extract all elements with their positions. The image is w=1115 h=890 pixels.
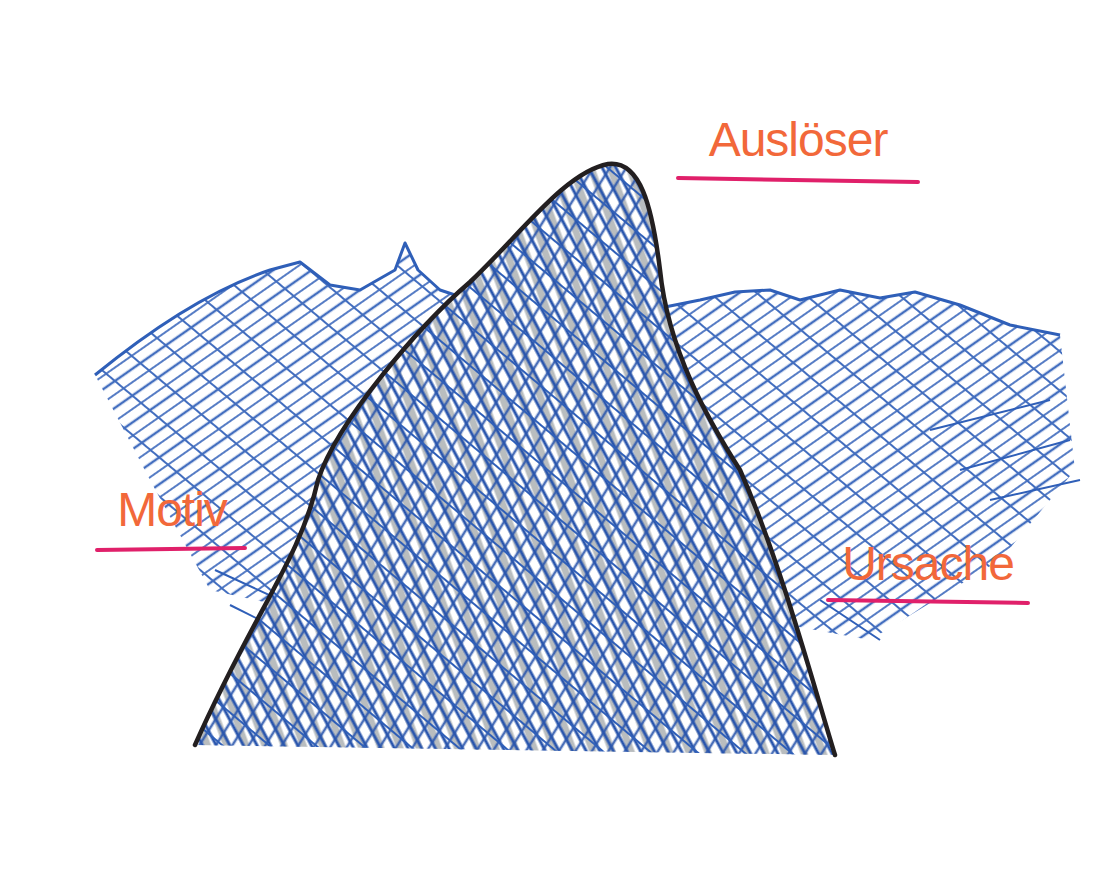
annotation-label: Motiv [117, 486, 227, 534]
label-underline [828, 600, 1028, 603]
label-underline [678, 178, 918, 182]
label-underline [97, 548, 245, 550]
annotation-label: Auslöser [709, 116, 888, 164]
annotation-label: Ursache [842, 540, 1014, 588]
